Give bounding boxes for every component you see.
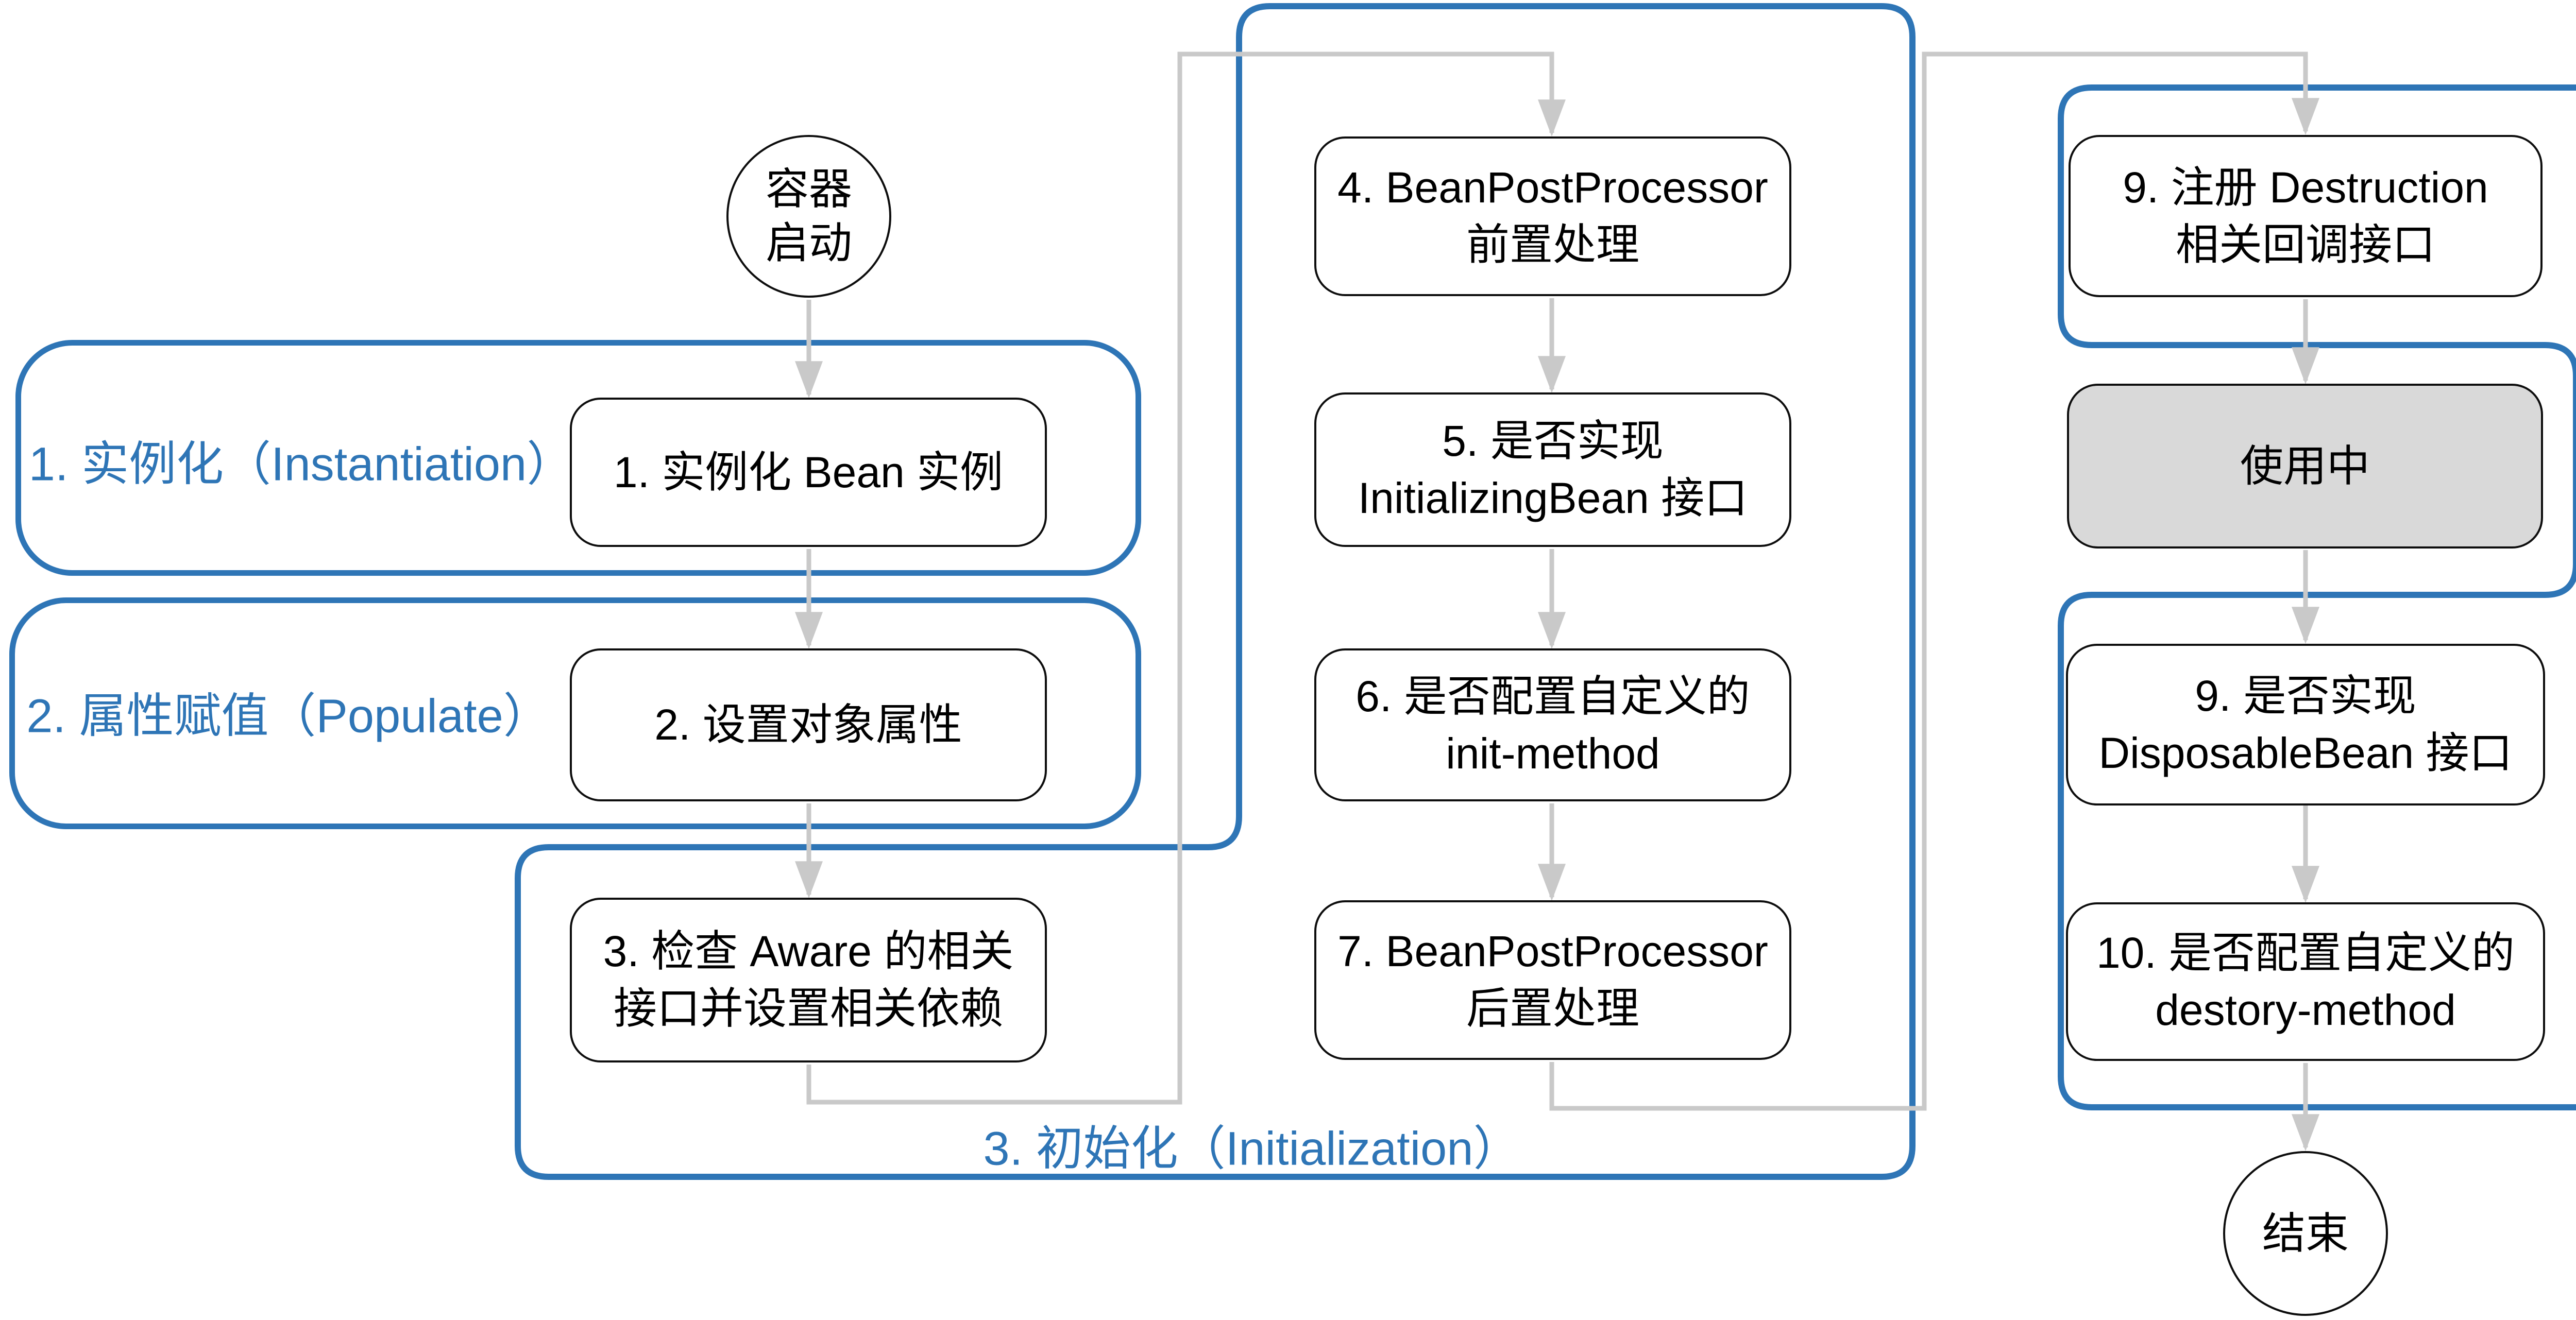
region-populate <box>9 597 1141 829</box>
label-initialization: 3. 初始化（Initialization） <box>983 1122 1521 1175</box>
end-node-label: 结束 <box>2262 1209 2349 1258</box>
node-label: 10. 是否配置自定义的 destory-method <box>2096 929 2515 1034</box>
start-node: 容器 启动 <box>726 135 891 298</box>
node-label: 1. 实例化 Bean 实例 <box>613 448 1004 496</box>
label-populate: 2. 属性赋值（Populate） <box>26 690 551 743</box>
connector-group <box>795 52 2319 1152</box>
region-initialization-outline <box>515 3 1916 1180</box>
node-destroy-method: 10. 是否配置自定义的 destory-method <box>2066 902 2545 1061</box>
node-check-aware: 3. 检查 Aware 的相关 接口并设置相关依赖 <box>570 898 1047 1062</box>
node-label: 2. 设置对象属性 <box>654 700 962 749</box>
node-label: 9. 注册 Destruction 相关回调接口 <box>2123 163 2488 269</box>
node-instantiate-bean: 1. 实例化 Bean 实例 <box>570 398 1047 547</box>
node-label: 3. 检查 Aware 的相关 接口并设置相关依赖 <box>603 927 1014 1033</box>
node-set-properties: 2. 设置对象属性 <box>570 648 1047 801</box>
node-label: 4. BeanPostProcessor 前置处理 <box>1337 163 1768 269</box>
label-instantiation: 1. 实例化（Instantiation） <box>28 438 574 491</box>
region-destruction-outline <box>2058 84 2576 1110</box>
end-node: 结束 <box>2223 1151 2388 1316</box>
start-node-label: 容器 启动 <box>765 165 852 267</box>
node-label: 使用中 <box>2240 441 2370 490</box>
node-initializing-bean: 5. 是否实现 InitializingBean 接口 <box>1314 392 1791 547</box>
connector-box3-to-box4 <box>806 52 1566 1105</box>
node-label: 6. 是否配置自定义的 init-method <box>1355 672 1750 778</box>
node-init-method: 6. 是否配置自定义的 init-method <box>1314 648 1791 801</box>
node-disposable-bean: 9. 是否实现 DisposableBean 接口 <box>2066 644 2545 805</box>
region-instantiation <box>15 340 1141 576</box>
connector-box7-to-box8 <box>1549 52 2319 1111</box>
node-bpp-after: 7. BeanPostProcessor 后置处理 <box>1314 900 1791 1060</box>
node-register-destruction: 9. 注册 Destruction 相关回调接口 <box>2069 135 2543 297</box>
node-in-use: 使用中 <box>2067 384 2543 548</box>
node-label: 7. BeanPostProcessor 后置处理 <box>1337 927 1768 1033</box>
node-label: 9. 是否实现 DisposableBean 接口 <box>2098 672 2513 777</box>
node-label: 5. 是否实现 InitializingBean 接口 <box>1358 417 1748 522</box>
node-bpp-before: 4. BeanPostProcessor 前置处理 <box>1314 136 1791 296</box>
